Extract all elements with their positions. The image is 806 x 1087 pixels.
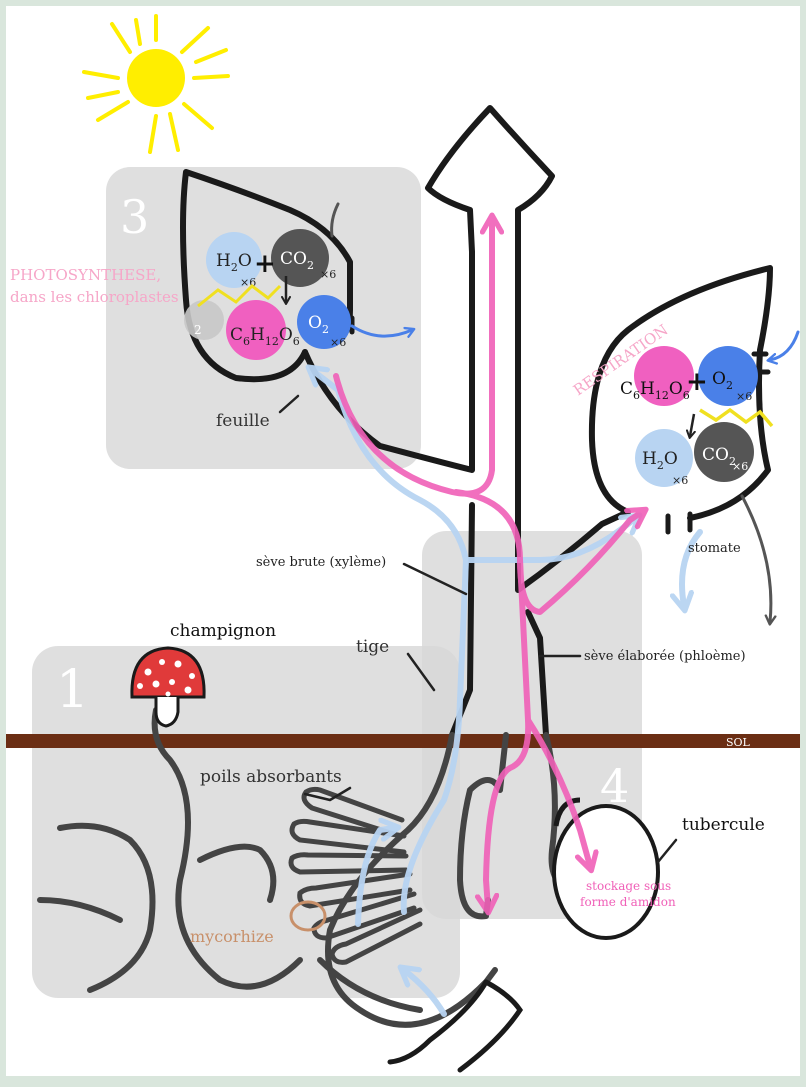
tige-label: tige	[356, 637, 389, 657]
soil-label: SOL	[726, 736, 751, 749]
photosynthese-title: PHOTOSYNTHESE,	[10, 266, 161, 284]
champignon-label: champignon	[170, 621, 276, 641]
plus-sign: +	[254, 249, 276, 279]
soil-band	[6, 734, 800, 748]
panel-3-number: 3	[120, 190, 149, 244]
tubercule-label: tubercule	[682, 815, 765, 835]
co2-multiplier: ×6	[320, 268, 336, 281]
o2-multiplier: ×6	[330, 336, 346, 349]
resp-co2-multiplier: ×6	[732, 460, 748, 473]
resp-o2-multiplier: ×6	[736, 390, 752, 403]
seve-brute-label: sève brute (xylème)	[256, 555, 386, 570]
stockage-line1: stockage sous	[586, 879, 671, 893]
resp-h2o-multiplier: ×6	[672, 474, 688, 487]
panel-1-number: 1	[56, 660, 89, 720]
faded-molecule-icon	[184, 300, 224, 340]
mycorhize-label: mycorhize	[190, 927, 274, 946]
resp-plus-sign: +	[686, 367, 708, 397]
feuille-label: feuille	[216, 411, 270, 431]
photosynthese-subtitle: dans les chloroplastes	[10, 288, 179, 306]
faded-molecule-sub: 2	[194, 323, 202, 337]
poils-absorbants-label: poils absorbants	[200, 767, 342, 787]
seve-elaboree-label: sève élaborée (phloème)	[584, 649, 746, 664]
stomate-label: stomate	[688, 541, 741, 556]
stockage-line2: forme d'amidon	[580, 895, 676, 909]
